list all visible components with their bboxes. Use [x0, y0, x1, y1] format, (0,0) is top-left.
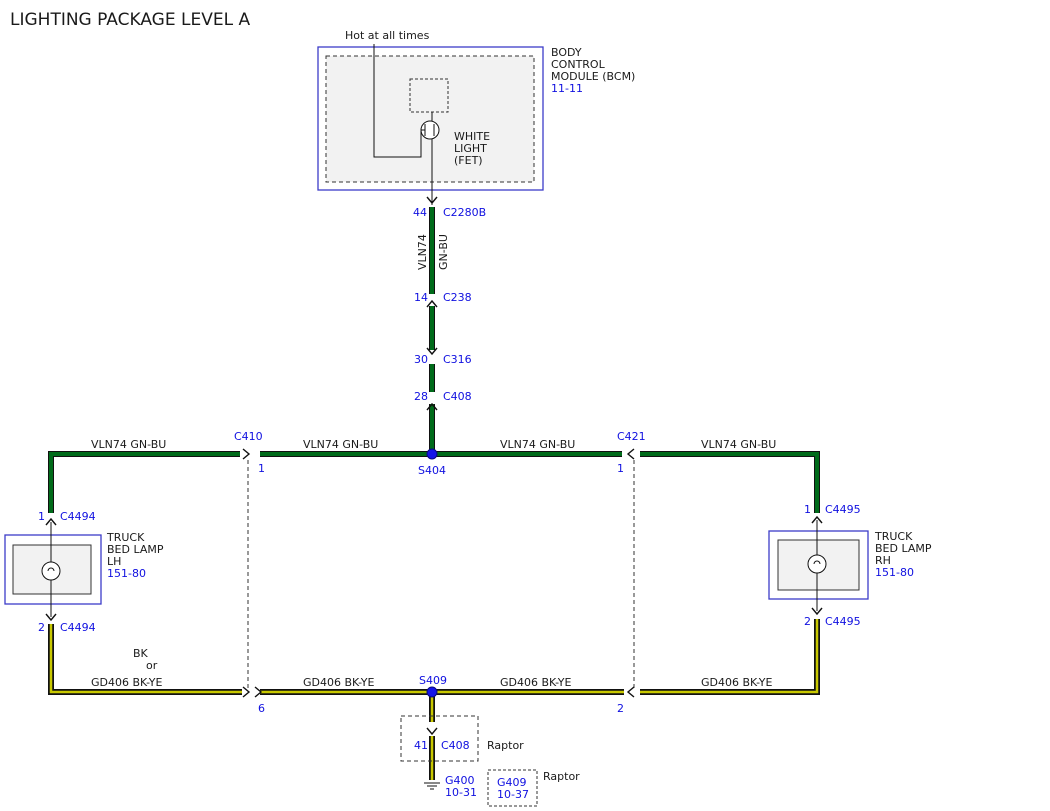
- fet-driver-box: [409, 78, 449, 113]
- bcm-internal-box: [325, 55, 535, 183]
- c238-pin-symbol: [426, 299, 438, 308]
- g409-label: G409: [497, 776, 527, 789]
- ground-bus-right-label: GD406 BK-YE: [701, 676, 772, 689]
- c4494-top-pin-symbol: [45, 517, 57, 526]
- ground-bus-mid-left-label: GD406 BK-YE: [303, 676, 374, 689]
- c2280b-connector: C2280B: [443, 206, 486, 219]
- hot-at-all-times-label: Hot at all times: [345, 29, 430, 42]
- c408-feed-connector: C408: [443, 390, 472, 403]
- c408-ground-pin: 41: [414, 739, 428, 752]
- c316-connector: C316: [443, 353, 472, 366]
- ground-bus-mid-right-label: GD406 BK-YE: [500, 676, 571, 689]
- c410-ground-pin-symbol-b: [254, 686, 263, 698]
- feed-bus-mid-left-label: VLN74 GN-BU: [303, 438, 378, 451]
- fet-label-line1: WHITE: [454, 130, 490, 143]
- feed-bus-right-label: VLN74 GN-BU: [701, 438, 776, 451]
- bcm-outline: [317, 46, 544, 191]
- rh-lamp-outline: [768, 530, 869, 600]
- lh-lamp-name-line3: LH: [107, 555, 121, 568]
- feed-bus-mid-right-label: VLN74 GN-BU: [500, 438, 575, 451]
- c238-connector: C238: [443, 291, 472, 304]
- lh-lamp-outline: [4, 534, 102, 605]
- bcm-name-line3: MODULE (BCM): [551, 70, 635, 83]
- c410-ground-pin: 6: [258, 702, 265, 715]
- feed-bus-left-label: VLN74 GN-BU: [91, 438, 166, 451]
- ground-bus-wire: [48, 619, 820, 780]
- rh-lamp-name-line2: BED LAMP: [875, 542, 932, 555]
- s409-splice-dot: [426, 686, 438, 698]
- fet-symbol: [420, 120, 440, 140]
- fet-label-line3: (FET): [454, 154, 483, 167]
- raptor-label-2: Raptor: [543, 770, 580, 783]
- c2280b-pin-symbol: [426, 196, 438, 205]
- rh-bottom-connector: C4495: [825, 615, 861, 628]
- c410-ground-pin-symbol-a: [242, 686, 251, 698]
- rh-top-connector: C4495: [825, 503, 861, 516]
- g409-box: [487, 769, 538, 807]
- c408-ground-pin-symbol: [426, 727, 438, 736]
- g400-label: G400: [445, 774, 475, 787]
- c2280b-pin: 44: [413, 206, 427, 219]
- feed-bus-wire: [48, 451, 820, 513]
- c4495-bottom-pin-symbol: [811, 607, 823, 616]
- c408-raptor-box: [400, 715, 479, 762]
- c316-pin-symbol: [426, 347, 438, 356]
- c421-feed-pin: 1: [617, 462, 624, 475]
- s409-splice-label: S409: [419, 674, 447, 687]
- rh-lamp-name-line1: TRUCK: [874, 530, 913, 543]
- rh-bulb-icon: [807, 554, 827, 574]
- gn-bu-vertical-label: GN-BU: [437, 234, 450, 270]
- c408-ground-connector: C408: [441, 739, 470, 752]
- or-label: or: [146, 659, 158, 672]
- fet-label-line2: LIGHT: [454, 142, 487, 155]
- rh-lamp-ref: 151-80: [875, 566, 914, 579]
- lh-lamp-name-line1: TRUCK: [106, 531, 145, 544]
- rh-bottom-pin: 2: [804, 615, 811, 628]
- ground-symbol-icon: [424, 782, 440, 790]
- rh-top-pin: 1: [804, 503, 811, 516]
- s404-splice-dot: [426, 448, 438, 460]
- rh-lamp-name-line3: RH: [875, 554, 891, 567]
- bcm-name-line1: BODY: [551, 46, 582, 59]
- c421-ground-pin: 2: [617, 702, 624, 715]
- lh-top-pin: 1: [38, 510, 45, 523]
- bcm-page-ref: 11-11: [551, 82, 583, 95]
- c421-ground-pin-symbol: [626, 686, 635, 698]
- ground-bus-left-label: GD406 BK-YE: [91, 676, 162, 689]
- bk-label: BK: [133, 647, 149, 660]
- s404-splice-label: S404: [418, 464, 446, 477]
- c408-feed-pin: 28: [414, 390, 428, 403]
- c4494-bottom-pin-symbol: [45, 613, 57, 622]
- lh-lamp-name-line2: BED LAMP: [107, 543, 164, 556]
- c4495-top-pin-symbol: [811, 515, 823, 524]
- bcm-name-line2: CONTROL: [551, 58, 606, 71]
- c410-feed-pin: 1: [258, 462, 265, 475]
- lh-lamp-ref: 151-80: [107, 567, 146, 580]
- g400-ref: 10-31: [445, 786, 477, 799]
- raptor-label-1: Raptor: [487, 739, 524, 752]
- vln74-vertical-label: VLN74: [416, 234, 429, 270]
- c408-feed-pin-symbol: [426, 402, 438, 411]
- c410-connector: C410: [234, 430, 263, 443]
- lh-bulb-icon: [41, 561, 61, 581]
- c238-pin: 14: [414, 291, 428, 304]
- diagram-title: LIGHTING PACKAGE LEVEL A: [10, 10, 250, 30]
- c421-connector: C421: [617, 430, 646, 443]
- c316-pin: 30: [414, 353, 428, 366]
- c421-feed-pin-symbol: [626, 448, 635, 460]
- g409-ref: 10-37: [497, 788, 529, 801]
- lh-bottom-connector: C4494: [60, 621, 96, 634]
- hot-feed-line: [373, 44, 422, 158]
- lh-bottom-pin: 2: [38, 621, 45, 634]
- lh-top-connector: C4494: [60, 510, 96, 523]
- c410-feed-pin-symbol: [242, 448, 251, 460]
